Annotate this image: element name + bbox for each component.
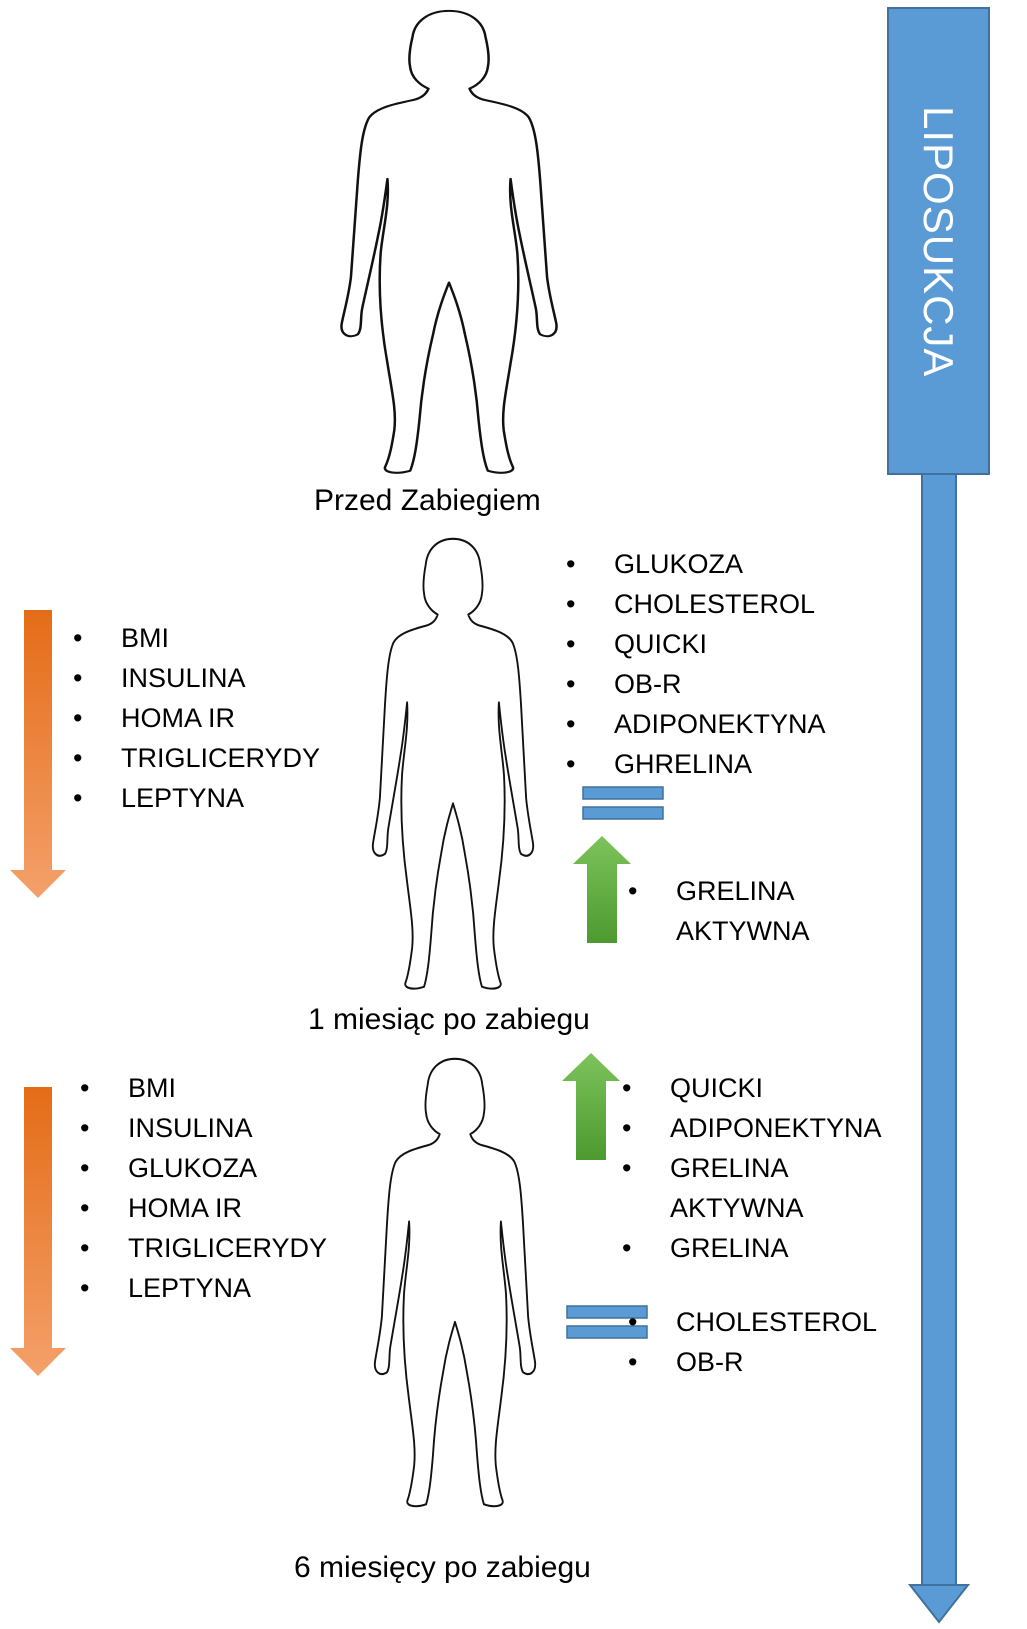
up-arrow-icon xyxy=(562,1053,620,1160)
list-item: GRELINA xyxy=(628,871,810,911)
stage1-increased-list: GRELINA AKTYWNA xyxy=(628,871,810,951)
list-item: CHOLESTEROL xyxy=(566,584,826,624)
stage-caption-before: Przed Zabiegiem xyxy=(314,484,541,518)
list-item: INSULINA xyxy=(73,658,320,698)
list-item: HOMA IR xyxy=(73,698,320,738)
stage1-unchanged-list: GLUKOZA CHOLESTEROL QUICKI OB-R ADIPONEK… xyxy=(566,544,826,784)
list-item: TRIGLICERYDY xyxy=(80,1228,327,1268)
stage2-increased-list: QUICKI ADIPONEKTYNA GRELINA AKTYWNA GREL… xyxy=(622,1068,882,1268)
list-item: BMI xyxy=(80,1068,327,1108)
list-item: AKTYWNA xyxy=(622,1188,882,1228)
list-item: TRIGLICERYDY xyxy=(73,738,320,778)
stage-caption-1-month: 1 miesiąc po zabiegu xyxy=(308,1003,590,1037)
up-arrow-icon xyxy=(573,836,631,943)
list-item: GRELINA xyxy=(622,1148,882,1188)
stage2-unchanged-list: CHOLESTEROL OB-R xyxy=(628,1302,877,1382)
list-item: LEPTYNA xyxy=(73,778,320,818)
woman-silhouette-icon xyxy=(373,539,533,989)
list-item: GLUKOZA xyxy=(80,1148,327,1188)
list-item: HOMA IR xyxy=(80,1188,327,1228)
list-item: AKTYWNA xyxy=(628,911,810,951)
list-item: OB-R xyxy=(566,664,826,704)
stage1-decreased-list: BMI INSULINA HOMA IR TRIGLICERYDY LEPTYN… xyxy=(73,618,320,818)
list-item: LEPTYNA xyxy=(80,1268,327,1308)
timeline-label: LIPOSUKCJA xyxy=(914,106,962,377)
equals-sign-icon xyxy=(583,787,663,819)
stage-caption-6-months: 6 miesięcy po zabiegu xyxy=(294,1551,591,1585)
list-item: QUICKI xyxy=(622,1068,882,1108)
list-item: ADIPONEKTYNA xyxy=(622,1108,882,1148)
list-item: QUICKI xyxy=(566,624,826,664)
list-item: OB-R xyxy=(628,1342,877,1382)
list-item: GRELINA xyxy=(622,1228,882,1268)
woman-silhouette-icon xyxy=(375,1059,535,1506)
list-item: GHRELINA xyxy=(566,744,826,784)
stage2-decreased-list: BMI INSULINA GLUKOZA HOMA IR TRIGLICERYD… xyxy=(80,1068,327,1308)
woman-silhouette-icon xyxy=(341,11,556,473)
list-item: CHOLESTEROL xyxy=(628,1302,877,1342)
list-item: INSULINA xyxy=(80,1108,327,1148)
list-item: GLUKOZA xyxy=(566,544,826,584)
down-arrow-icon xyxy=(10,610,66,898)
list-item: ADIPONEKTYNA xyxy=(566,704,826,744)
down-arrow-icon xyxy=(10,1087,66,1376)
list-item: BMI xyxy=(73,618,320,658)
